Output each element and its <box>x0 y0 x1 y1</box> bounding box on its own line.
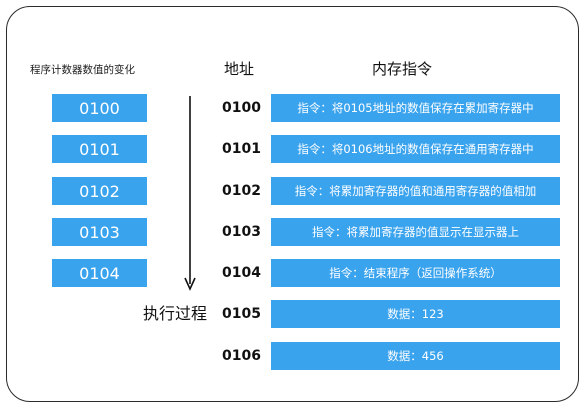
pc-value-box: 0100 <box>52 94 147 122</box>
memory-address: 0105 <box>222 306 261 322</box>
memory-column-title: 内存指令 <box>372 60 433 78</box>
execution-arrow <box>184 96 196 291</box>
pc-value-box: 0102 <box>52 177 147 205</box>
memory-cell: 指令：将累加寄存器的值和通用寄存器的值相加 <box>271 177 560 205</box>
diagram-frame <box>6 6 579 402</box>
address-column-title: 地址 <box>224 60 255 78</box>
memory-address: 0104 <box>222 265 261 281</box>
memory-cell: 数据：456 <box>271 342 560 370</box>
memory-cell: 数据：123 <box>271 300 560 328</box>
pc-value-box: 0103 <box>52 218 147 246</box>
memory-address: 0106 <box>222 348 261 364</box>
memory-address: 0103 <box>222 224 261 240</box>
pc-value-box: 0104 <box>52 259 147 287</box>
memory-cell: 指令：将0106地址的数值保存在通用寄存器中 <box>271 135 560 163</box>
memory-cell: 指令：将累加寄存器的值显示在显示器上 <box>271 218 560 246</box>
memory-address: 0100 <box>222 100 261 116</box>
pc-value-box: 0101 <box>52 135 147 163</box>
execution-process-label: 执行过程 <box>143 304 208 323</box>
pc-column-title: 程序计数器数值的变化 <box>30 64 135 76</box>
memory-address: 0101 <box>222 141 261 157</box>
memory-address: 0102 <box>222 183 261 199</box>
memory-cell: 指令：结束程序（返回操作系统） <box>271 259 560 287</box>
memory-cell: 指令：将0105地址的数值保存在累加寄存器中 <box>271 94 560 122</box>
